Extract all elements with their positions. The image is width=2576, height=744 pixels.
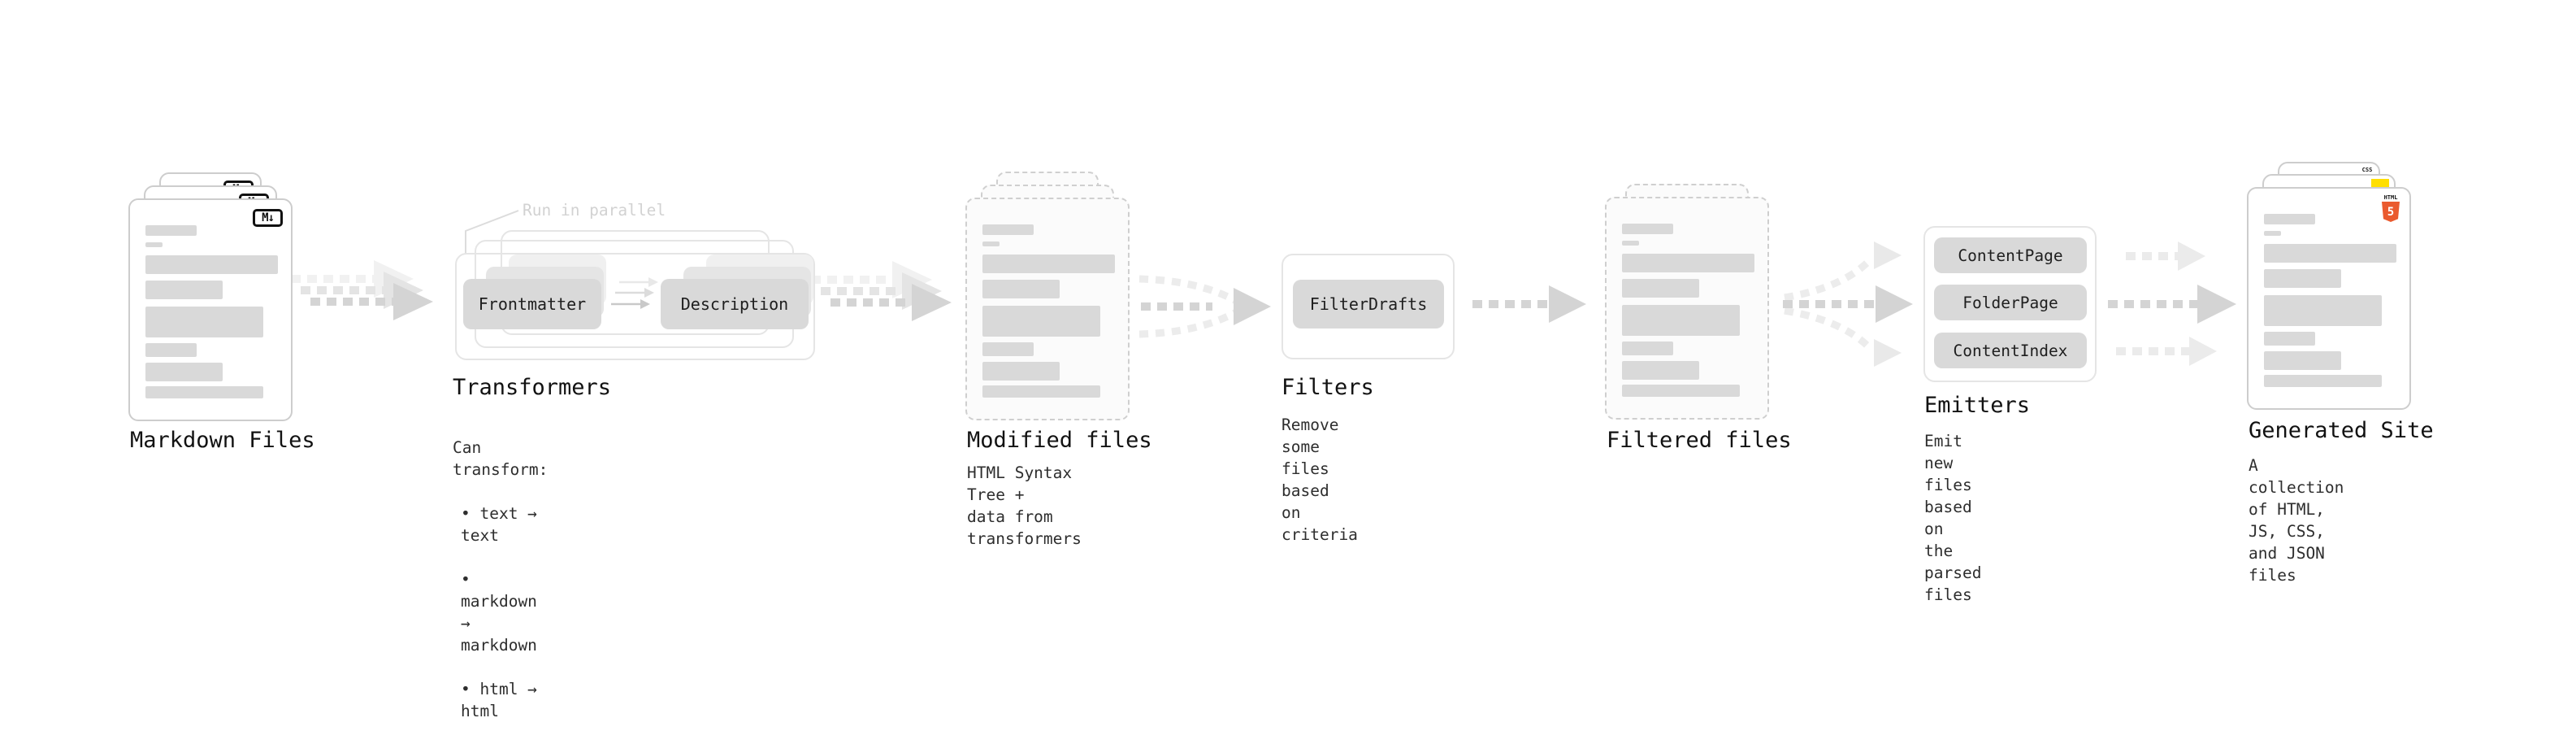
filter-node-filterdrafts: FilterDrafts — [1293, 280, 1444, 328]
skeleton-bar — [2264, 269, 2341, 288]
arrow-markdown-to-transformers — [291, 260, 433, 320]
transformer-parallel-arrows — [611, 277, 658, 309]
skeleton-bar — [1622, 279, 1699, 298]
arrow-filters-to-filtered — [1472, 285, 1586, 323]
emitter-node-contentpage: ContentPage — [1934, 237, 2087, 273]
emitter-node-folderpage: FolderPage — [1934, 285, 2087, 320]
skeleton-bar — [982, 362, 1060, 381]
document-skeleton — [982, 224, 1121, 399]
modified-files-description: HTML Syntax Tree + data from transformer… — [967, 463, 1082, 548]
description-heading: Can transform: — [453, 438, 549, 479]
document-skeleton — [2264, 214, 2402, 389]
bullet-item: • text → text — [461, 504, 537, 545]
skeleton-bar — [982, 385, 1100, 398]
transformer-frame-front — [455, 253, 815, 360]
skeleton-bar — [145, 386, 263, 398]
filters-description: Remove some files based on criteria — [1281, 416, 1358, 544]
flow-arrows-layer — [291, 210, 2236, 367]
skeleton-bar — [145, 242, 163, 247]
stage-title-filtered-files: Filtered files — [1607, 428, 1792, 453]
html5-icon: HTML 5 — [2380, 194, 2401, 222]
stage-title-filters: Filters — [1281, 375, 1374, 400]
arrow-transformers-to-modified — [811, 261, 952, 321]
skeleton-bar — [1622, 342, 1673, 355]
html5-icon-shield: 5 — [2382, 202, 2400, 222]
skeleton-bar — [982, 280, 1060, 298]
filters-frame — [1281, 254, 1455, 359]
css-icon-label: CSS — [2361, 167, 2373, 173]
skeleton-bar — [1622, 224, 1673, 234]
stage-title-modified-files: Modified files — [967, 428, 1152, 453]
document-skeleton — [145, 225, 284, 400]
skeleton-bar — [982, 306, 1100, 337]
skeleton-bar — [2264, 351, 2341, 370]
arrow-filtered-to-emitters — [1783, 241, 1913, 367]
skeleton-bar — [145, 281, 223, 299]
bullet-item: • markdown → markdown — [461, 570, 537, 655]
bullet-item: • html → html — [461, 680, 537, 720]
skeleton-bar — [982, 255, 1115, 273]
skeleton-bar — [145, 363, 223, 381]
emitters-description: Emit new files based on the parsed files — [1924, 432, 1982, 604]
file-card-front-html: HTML 5 — [2247, 187, 2411, 410]
skeleton-bar — [2264, 375, 2382, 387]
stage-title-generated-site: Generated Site — [2249, 418, 2434, 443]
document-skeleton — [1622, 224, 1760, 398]
skeleton-bar — [2264, 231, 2281, 236]
stage-title-emitters: Emitters — [1924, 393, 2031, 418]
skeleton-bar — [2264, 244, 2396, 263]
skeleton-bar — [982, 241, 1000, 246]
skeleton-bar — [145, 343, 197, 357]
skeleton-bar — [145, 255, 278, 274]
file-card-front — [1605, 197, 1769, 420]
html5-icon-label: HTML — [2383, 194, 2398, 201]
annotation-connector-line — [465, 210, 519, 254]
stage-title-markdown-files: Markdown Files — [130, 428, 315, 453]
skeleton-bar — [1622, 385, 1740, 397]
emitter-node-contentindex: ContentIndex — [1934, 333, 2087, 368]
markdown-icon: M↓ — [253, 209, 283, 227]
stage-title-transformers: Transformers — [453, 375, 612, 400]
skeleton-bar — [1622, 361, 1699, 380]
file-card-front — [965, 198, 1130, 420]
file-card-front: M↓ — [128, 198, 293, 421]
skeleton-bar — [2264, 332, 2315, 346]
js-icon — [2371, 179, 2389, 189]
skeleton-bar — [145, 307, 263, 337]
arrow-modified-to-filters — [1138, 275, 1271, 338]
skeleton-bar — [982, 224, 1034, 235]
skeleton-bar — [2264, 214, 2315, 224]
skeleton-bar — [2264, 295, 2382, 326]
arrow-emitters-to-site — [2108, 241, 2236, 366]
transformer-node-frontmatter: Frontmatter — [463, 279, 601, 329]
transformer-node-description: Description — [661, 279, 809, 329]
transformers-description: Can transform: • text → text • markdown … — [453, 415, 548, 744]
skeleton-bar — [1622, 305, 1740, 336]
skeleton-bar — [1622, 241, 1639, 246]
skeleton-bar — [1622, 254, 1754, 272]
emitters-frame — [1923, 226, 2097, 382]
run-in-parallel-annotation: Run in parallel — [523, 201, 666, 220]
skeleton-bar — [982, 342, 1034, 356]
generated-site-description: A collection of HTML, JS, CSS, and JSON … — [2249, 456, 2344, 585]
skeleton-bar — [145, 225, 197, 236]
